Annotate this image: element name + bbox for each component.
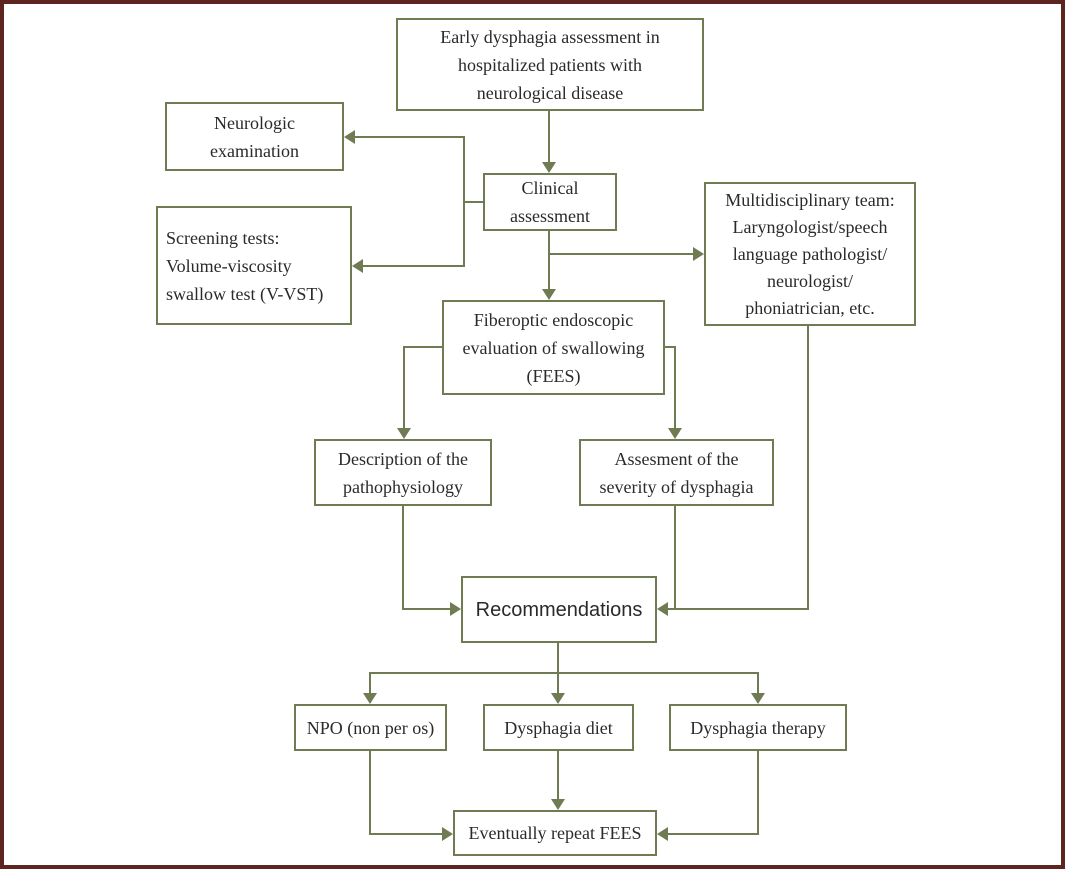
node-screening-tests-label: Screening tests: Volume-viscosity swallo… [166, 227, 324, 304]
connector-therapy-drop [757, 751, 759, 835]
arrowhead-into-clinical [542, 162, 556, 173]
connector-fees-right-stub [665, 346, 676, 348]
arrowhead-into-repeat-top [551, 799, 565, 810]
node-fees: Fiberoptic endoscopic evaluation of swal… [442, 300, 665, 395]
arrowhead-into-neurologic [344, 130, 355, 144]
arrowhead-into-description [397, 428, 411, 439]
connector-early-to-clinical [548, 111, 550, 162]
connector-clinical-left-stub [464, 201, 483, 203]
node-description-pathophysiology-label: Description of the pathophysiology [338, 448, 468, 497]
connector-recommendations-drop [557, 643, 559, 674]
connector-right-to-recommendations [668, 608, 809, 610]
arrowhead-into-repeat-left [442, 827, 453, 841]
arrowhead-into-multi-team [693, 247, 704, 261]
connector-to-npo [369, 672, 371, 693]
connector-description-drop [402, 506, 404, 610]
connector-diet-drop [557, 751, 559, 799]
node-clinical-assessment: Clinical assessment [483, 173, 617, 231]
connector-left-trunk [463, 136, 465, 267]
connector-assessment-drop [674, 506, 676, 610]
node-dysphagia-diet-label: Dysphagia diet [504, 717, 613, 738]
connector-multi-team-drop [807, 326, 809, 610]
node-neurologic-examination: Neurologic examination [165, 102, 344, 171]
connector-description-to-recommendations [402, 608, 450, 610]
node-assessment-severity: Assesment of the severity of dysphagia [579, 439, 774, 506]
connector-npo-to-repeat [369, 833, 442, 835]
connector-clinical-to-fees [548, 231, 550, 289]
arrowhead-into-diet [551, 693, 565, 704]
connector-to-multi-team [549, 253, 693, 255]
node-screening-tests: Screening tests: Volume-viscosity swallo… [156, 206, 352, 325]
node-npo-label: NPO (non per os) [306, 717, 435, 738]
node-recommendations: Recommendations [461, 576, 657, 643]
node-fees-label: Fiberoptic endoscopic evaluation of swal… [462, 309, 645, 386]
node-repeat-fees: Eventually repeat FEES [453, 810, 657, 856]
connector-to-neurologic [355, 136, 465, 138]
arrowhead-into-screening [352, 259, 363, 273]
arrowhead-into-assessment [668, 428, 682, 439]
node-early-dysphagia-assessment-label: Early dysphagia assessment in hospitaliz… [440, 26, 660, 103]
node-multidisciplinary-team: Multidisciplinary team: Laryngologist/sp… [704, 182, 916, 326]
connector-to-assessment [674, 346, 676, 428]
connector-to-therapy [757, 672, 759, 693]
connector-distributor [369, 672, 759, 674]
connector-to-screening [363, 265, 465, 267]
connector-therapy-to-repeat [668, 833, 759, 835]
node-dysphagia-therapy: Dysphagia therapy [669, 704, 847, 751]
node-recommendations-label: Recommendations [475, 598, 643, 621]
arrowhead-into-repeat-right [657, 827, 668, 841]
connector-to-diet [557, 672, 559, 693]
node-dysphagia-diet: Dysphagia diet [483, 704, 634, 751]
connector-npo-drop [369, 751, 371, 835]
node-assessment-severity-label: Assesment of the severity of dysphagia [599, 448, 754, 497]
connector-to-description [403, 346, 405, 428]
node-neurologic-examination-label: Neurologic examination [210, 112, 299, 161]
node-dysphagia-therapy-label: Dysphagia therapy [690, 717, 826, 738]
arrowhead-into-therapy [751, 693, 765, 704]
node-early-dysphagia-assessment: Early dysphagia assessment in hospitaliz… [396, 18, 704, 111]
arrowhead-into-recommendations-right [657, 602, 668, 616]
node-description-pathophysiology: Description of the pathophysiology [314, 439, 492, 506]
arrowhead-into-fees [542, 289, 556, 300]
node-multidisciplinary-team-label: Multidisciplinary team: Laryngologist/sp… [725, 189, 895, 318]
node-repeat-fees-label: Eventually repeat FEES [468, 823, 642, 843]
node-npo: NPO (non per os) [294, 704, 447, 751]
connector-fees-left-stub [404, 346, 442, 348]
arrowhead-into-recommendations-left [450, 602, 461, 616]
node-clinical-assessment-label: Clinical assessment [510, 178, 590, 226]
arrowhead-into-npo [363, 693, 377, 704]
